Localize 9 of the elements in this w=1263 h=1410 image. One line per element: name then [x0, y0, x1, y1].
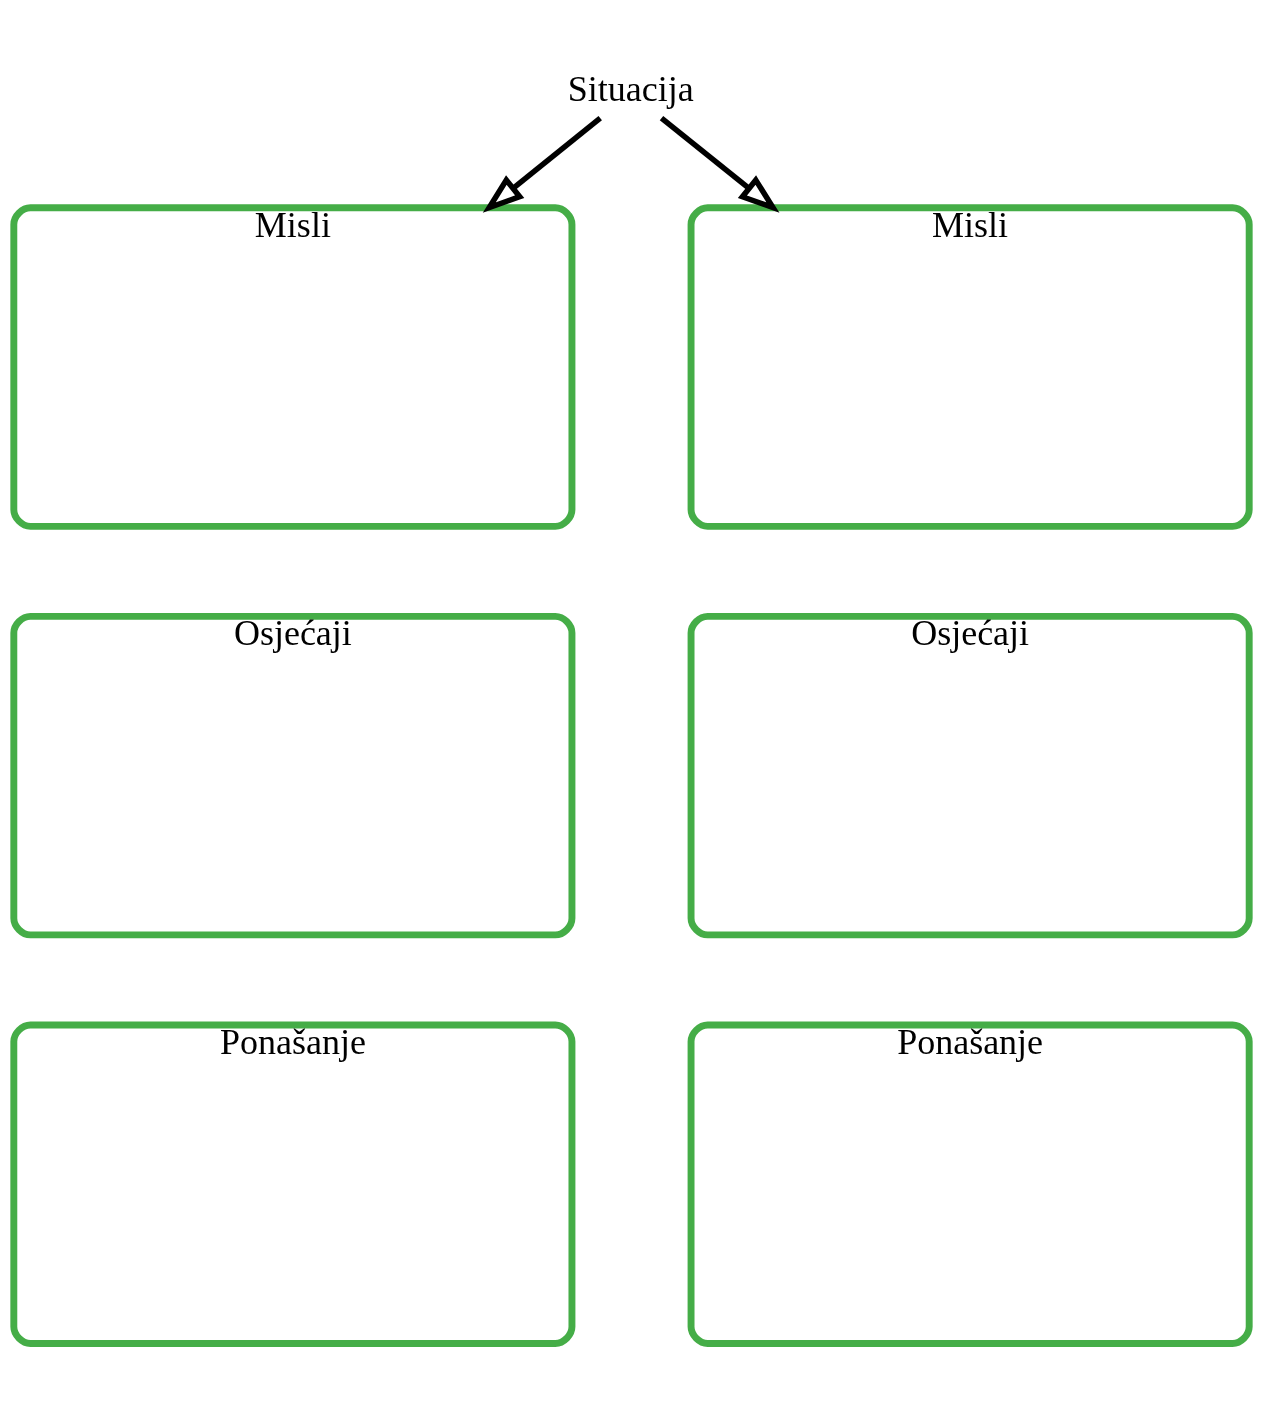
- arrow: [482, 116, 602, 213]
- node-box: Osjećaji: [687, 612, 1253, 939]
- node-box: Misli: [10, 204, 576, 530]
- node-box: Ponašanje: [687, 1021, 1253, 1347]
- arrow: [659, 116, 780, 213]
- node-text: Situacija: [567, 68, 694, 109]
- node-box: Osjećaji: [10, 612, 576, 939]
- node-box: Ponašanje: [10, 1021, 576, 1347]
- node-box: Misli: [687, 204, 1253, 530]
